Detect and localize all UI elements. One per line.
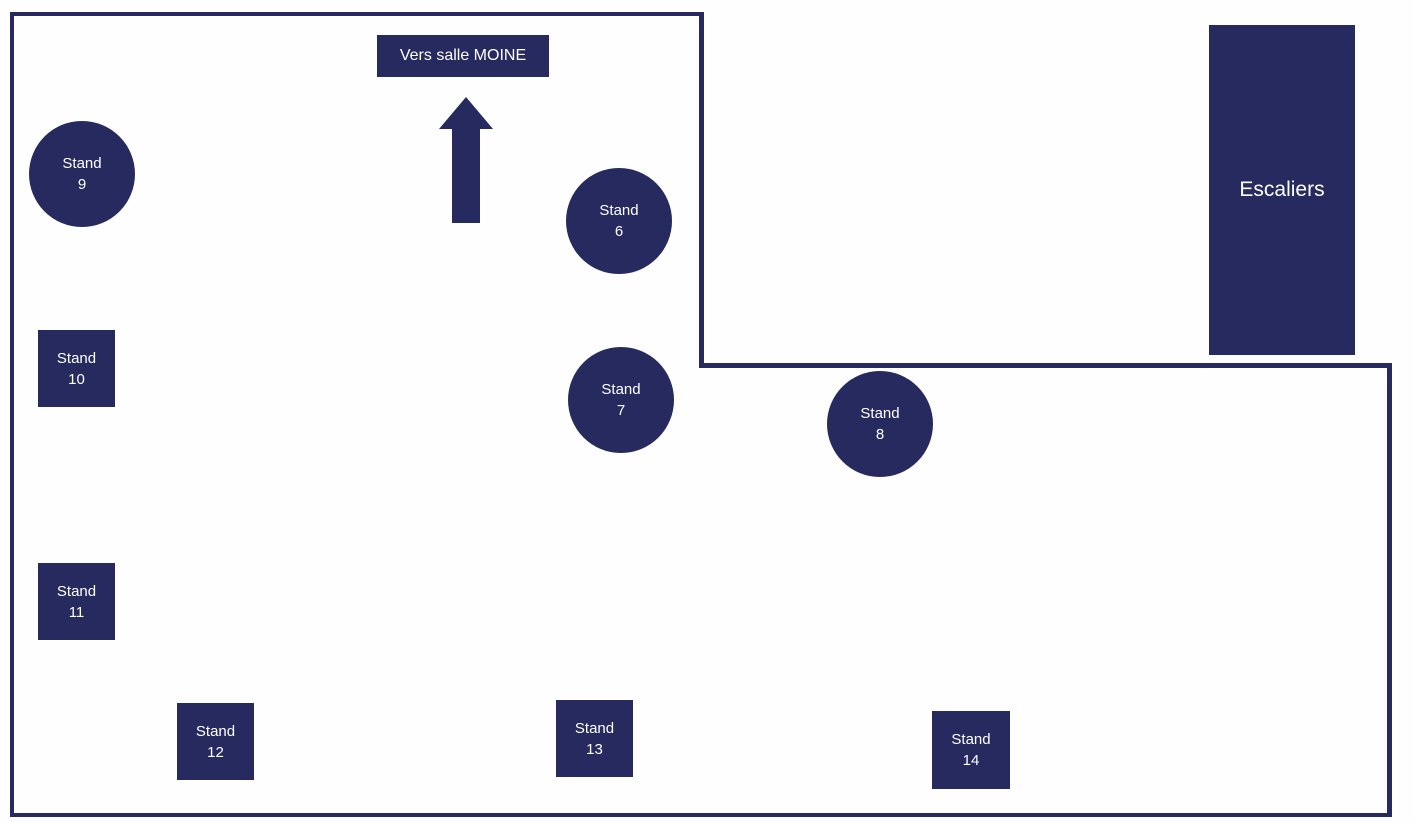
stand-number: 11: [68, 603, 85, 621]
stand-9: Stand 9: [29, 121, 135, 227]
stand-number: 7: [616, 402, 626, 419]
stand-12: Stand 12: [177, 703, 254, 780]
wall-mid-horizontal: [699, 363, 1392, 368]
stand-11: Stand 11: [38, 563, 115, 640]
stand-number: 8: [875, 426, 885, 443]
stand-label: Stand: [601, 381, 641, 398]
stand-number: 12: [207, 743, 224, 761]
stand-label: Stand: [574, 719, 615, 737]
escaliers-block: Escaliers: [1209, 25, 1355, 355]
stand-label: Stand: [56, 349, 97, 367]
sign-vers-salle-moine: Vers salle MOINE: [377, 35, 549, 77]
wall-right: [1387, 363, 1392, 817]
stand-label: Stand: [56, 582, 97, 600]
wall-left: [10, 12, 14, 817]
stand-13: Stand 13: [556, 700, 633, 777]
stand-10: Stand 10: [38, 330, 115, 407]
wall-bottom: [10, 813, 1392, 817]
sign-vers-salle-moine-label: Vers salle MOINE: [399, 47, 527, 64]
stand-6: Stand 6: [566, 168, 672, 274]
stand-number: 10: [68, 370, 85, 388]
wall-mid-vertical: [699, 12, 704, 367]
stand-number: 13: [586, 740, 603, 758]
stand-number: 6: [614, 223, 624, 240]
stand-label: Stand: [860, 405, 900, 422]
stand-8: Stand 8: [827, 371, 933, 477]
stand-7: Stand 7: [568, 347, 674, 453]
wall-top: [10, 12, 704, 16]
stand-label: Stand: [195, 722, 236, 740]
stand-number: 14: [962, 752, 980, 769]
stand-number: 9: [77, 176, 87, 193]
stand-label: Stand: [599, 202, 639, 219]
escaliers-label: Escaliers: [1239, 178, 1325, 201]
up-arrow-shaft: [452, 126, 480, 223]
stand-label: Stand: [62, 155, 102, 172]
up-arrow-head-icon: [439, 97, 493, 129]
stand-14: Stand 14: [932, 711, 1010, 789]
stand-label: Stand: [951, 731, 991, 748]
